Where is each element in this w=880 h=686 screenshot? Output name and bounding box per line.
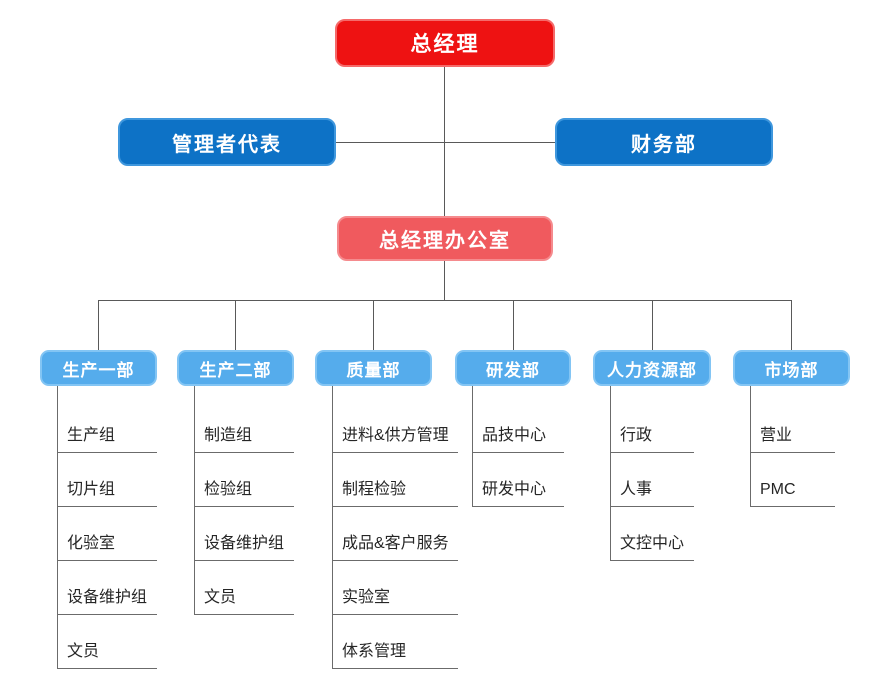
node-dept-production-1-label: 生产一部 xyxy=(62,360,135,380)
node-dept-market: 市场部 xyxy=(733,350,850,386)
node-gm-office: 总经理办公室 xyxy=(337,216,553,261)
node-dept-rnd-label: 研发部 xyxy=(486,360,540,380)
list-item: 进料&供方管理 xyxy=(333,386,458,453)
connector-root-to-office xyxy=(444,67,445,216)
list-item: 切片组 xyxy=(58,453,157,507)
list-item: 制程检验 xyxy=(333,453,458,507)
list-item: 品技中心 xyxy=(473,386,564,453)
list-item: 研发中心 xyxy=(473,453,564,507)
connector-drop-dept-4 xyxy=(513,300,514,350)
connector-drop-dept-6 xyxy=(791,300,792,350)
list-item: 文员 xyxy=(195,561,294,615)
list-item: 体系管理 xyxy=(333,615,458,669)
node-dept-quality: 质量部 xyxy=(315,350,432,386)
list-item: 实验室 xyxy=(333,561,458,615)
node-dept-market-label: 市场部 xyxy=(764,360,819,380)
connector-drop-dept-2 xyxy=(235,300,236,350)
connector-office-to-bus xyxy=(444,261,445,300)
subunits-quality: 进料&供方管理 制程检验 成品&客户服务 实验室 体系管理 xyxy=(332,386,458,669)
list-item: 文控中心 xyxy=(611,507,694,561)
subunits-rnd: 品技中心 研发中心 xyxy=(472,386,564,507)
node-dept-production-2-label: 生产二部 xyxy=(199,360,272,380)
connector-drop-dept-1 xyxy=(98,300,99,350)
node-finance-department-label: 财务部 xyxy=(631,133,697,156)
list-item: PMC xyxy=(751,453,835,507)
node-general-manager-label: 总经理 xyxy=(410,33,480,56)
node-management-representative: 管理者代表 xyxy=(118,118,336,166)
node-dept-hr-label: 人力资源部 xyxy=(607,360,697,380)
node-dept-quality-label: 质量部 xyxy=(346,360,401,380)
connector-drop-dept-5 xyxy=(652,300,653,350)
list-item: 成品&客户服务 xyxy=(333,507,458,561)
node-management-representative-label: 管理者代表 xyxy=(172,133,282,156)
node-dept-production-1: 生产一部 xyxy=(40,350,157,386)
list-item: 营业 xyxy=(751,386,835,453)
list-item: 文员 xyxy=(58,615,157,669)
subunits-production-1: 生产组 切片组 化验室 设备维护组 文员 xyxy=(57,386,157,669)
node-general-manager: 总经理 xyxy=(335,19,555,67)
node-dept-hr: 人力资源部 xyxy=(593,350,711,386)
node-dept-production-2: 生产二部 xyxy=(177,350,294,386)
subunits-production-2: 制造组 检验组 设备维护组 文员 xyxy=(194,386,294,615)
node-gm-office-label: 总经理办公室 xyxy=(379,230,511,252)
list-item: 人事 xyxy=(611,453,694,507)
subunits-market: 营业 PMC xyxy=(750,386,835,507)
list-item: 制造组 xyxy=(195,386,294,453)
subunits-hr: 行政 人事 文控中心 xyxy=(610,386,694,561)
list-item: 行政 xyxy=(611,386,694,453)
list-item: 检验组 xyxy=(195,453,294,507)
list-item: 设备维护组 xyxy=(58,561,157,615)
list-item: 化验室 xyxy=(58,507,157,561)
node-finance-department: 财务部 xyxy=(555,118,773,166)
connector-level2 xyxy=(336,142,555,143)
list-item: 生产组 xyxy=(58,386,157,453)
connector-department-bus xyxy=(98,300,792,301)
node-dept-rnd: 研发部 xyxy=(455,350,571,386)
list-item: 设备维护组 xyxy=(195,507,294,561)
connector-drop-dept-3 xyxy=(373,300,374,350)
